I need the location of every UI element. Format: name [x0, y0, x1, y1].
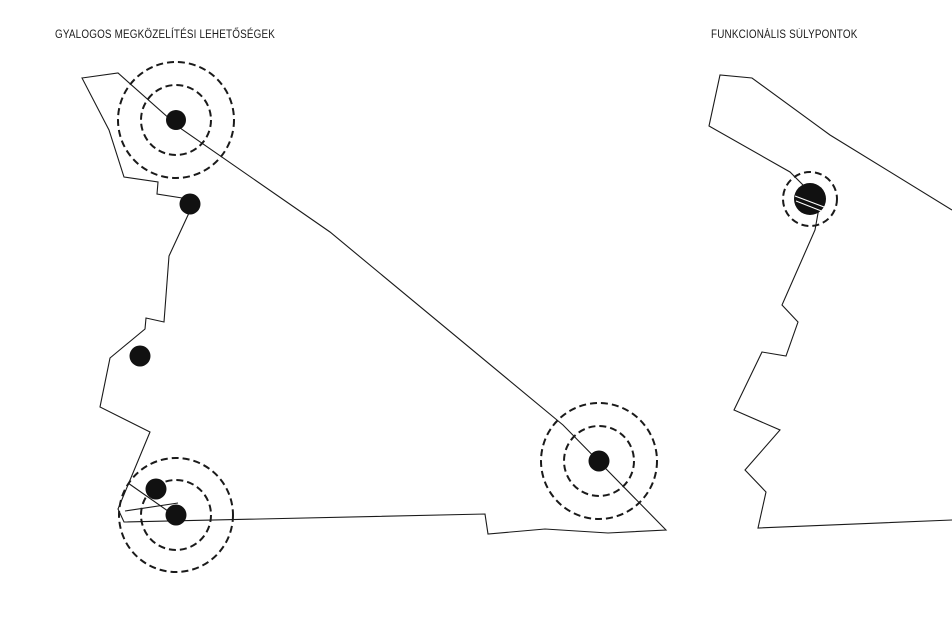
- functional-focal-point: [782, 171, 838, 227]
- access-ring-inner: [140, 84, 212, 156]
- focal-line: [794, 195, 833, 211]
- focal-point-dot: [794, 183, 826, 215]
- access-point-dot: [166, 110, 186, 130]
- access-point-right: [540, 402, 658, 520]
- focal-ring: [782, 171, 838, 227]
- access-point-dot: [129, 345, 151, 367]
- access-point-bottom-left: [118, 457, 234, 573]
- left-inner-path: [124, 502, 179, 512]
- left-site-plan: [81, 61, 668, 573]
- pedestrian-access-title: GYALOGOS MEGKÖZELÍTÉSI LEHETŐSÉGEK: [55, 29, 276, 41]
- access-ring-outer: [117, 61, 235, 179]
- access-ring-outer: [118, 457, 234, 573]
- left-site-outline: [81, 72, 668, 535]
- access-ring-outer: [540, 402, 658, 520]
- right-site-outline: [708, 74, 952, 529]
- access-ring-inner: [140, 479, 212, 551]
- access-ring-inner: [563, 425, 635, 497]
- focal-line: [795, 200, 830, 215]
- access-point-dot: [165, 504, 187, 526]
- access-point-dot: [145, 478, 167, 500]
- access-point-dot: [588, 450, 610, 472]
- access-point-top-left: [117, 61, 235, 179]
- functional-focal-points-title: FUNKCIONÁLIS SÚLYPONTOK: [711, 29, 858, 41]
- right-site-plan: [708, 74, 952, 529]
- access-point-dot: [179, 193, 201, 215]
